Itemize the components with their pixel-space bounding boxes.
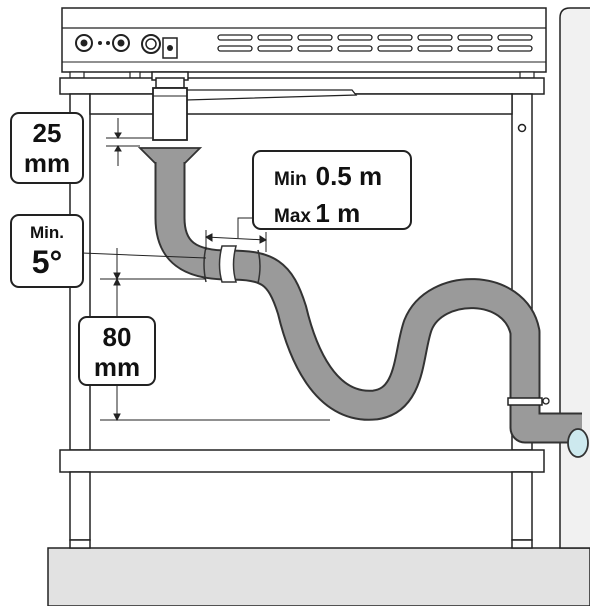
length-dimension xyxy=(205,217,267,252)
slope-value: 5° xyxy=(31,244,63,280)
control-knobs xyxy=(75,34,178,59)
length-label: Min 0.5 m Max 1 m xyxy=(252,150,412,230)
drain-outlet-pipe xyxy=(151,71,189,141)
height-label: 80 mm xyxy=(78,316,156,386)
machine-foot xyxy=(519,71,535,79)
hose-clamp xyxy=(507,397,543,406)
vent-slots xyxy=(217,34,533,52)
bolt-icon xyxy=(517,123,527,133)
wall xyxy=(559,7,590,549)
length-max-value: 1 m xyxy=(315,198,361,228)
height-unit: mm xyxy=(93,352,141,382)
slope-label: Min. 5° xyxy=(10,214,84,288)
slope-prefix: Min. xyxy=(30,223,64,242)
length-min-value: 0.5 m xyxy=(315,161,383,191)
machine-foot xyxy=(69,71,85,79)
hose-break xyxy=(257,249,261,284)
hose-break xyxy=(218,245,238,283)
length-max-word: Max xyxy=(274,206,311,227)
wall-drain-outlet xyxy=(567,428,589,458)
stand-frame xyxy=(59,77,545,549)
length-min-word: Min xyxy=(274,169,307,190)
air-gap-unit: mm xyxy=(23,148,71,178)
height-value: 80 xyxy=(102,322,132,352)
drain-funnel xyxy=(137,147,203,165)
air-gap-value: 25 xyxy=(32,118,62,148)
machine-foot xyxy=(129,71,141,79)
height-dimension xyxy=(81,248,330,422)
air-gap-dimension xyxy=(106,118,152,166)
air-gap-label: 25 mm xyxy=(10,112,84,184)
floor xyxy=(47,547,590,606)
